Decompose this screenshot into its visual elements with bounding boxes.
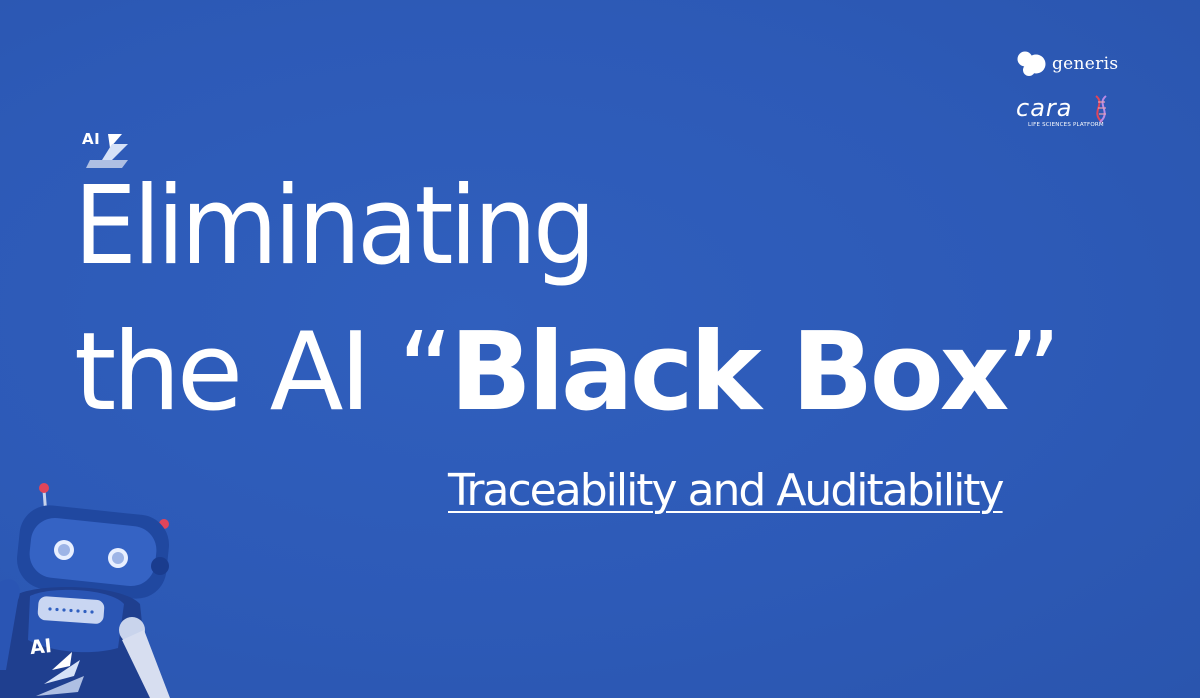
ai-mark-label: AI [82,130,101,148]
generis-logo-text: generis [1052,54,1119,74]
headline-suffix: ” [1005,310,1061,435]
cara-tagline: LIFE SCIENCES PLATFORM [1028,122,1104,128]
ai-mark: AI [82,130,132,172]
headline: Eliminating the AI “Black Box” [74,168,1074,432]
robot-illustration: AI [0,470,210,698]
headline-line-1: Eliminating [74,168,1074,286]
headline-line-2: the AI “Black Box” [74,314,1074,432]
robot-icon [0,483,170,698]
cara-logo: cara LIFE SCIENCES PLATFORM [1010,94,1120,134]
robot-chest-label: AI [28,634,53,660]
generis-logo: generis [1014,46,1124,86]
headline-word-eliminating: Eliminating [74,164,596,289]
subtitle: Traceability and Auditability [448,465,1005,516]
headline-black-box: Black Box [449,310,1010,435]
generis-bubble-icon [1017,51,1046,76]
headline-prefix: the AI “ [74,310,454,435]
dna-helix-icon [1095,95,1107,123]
cara-logo-text: cara [1016,94,1073,122]
ai-wing-icon [86,134,128,168]
